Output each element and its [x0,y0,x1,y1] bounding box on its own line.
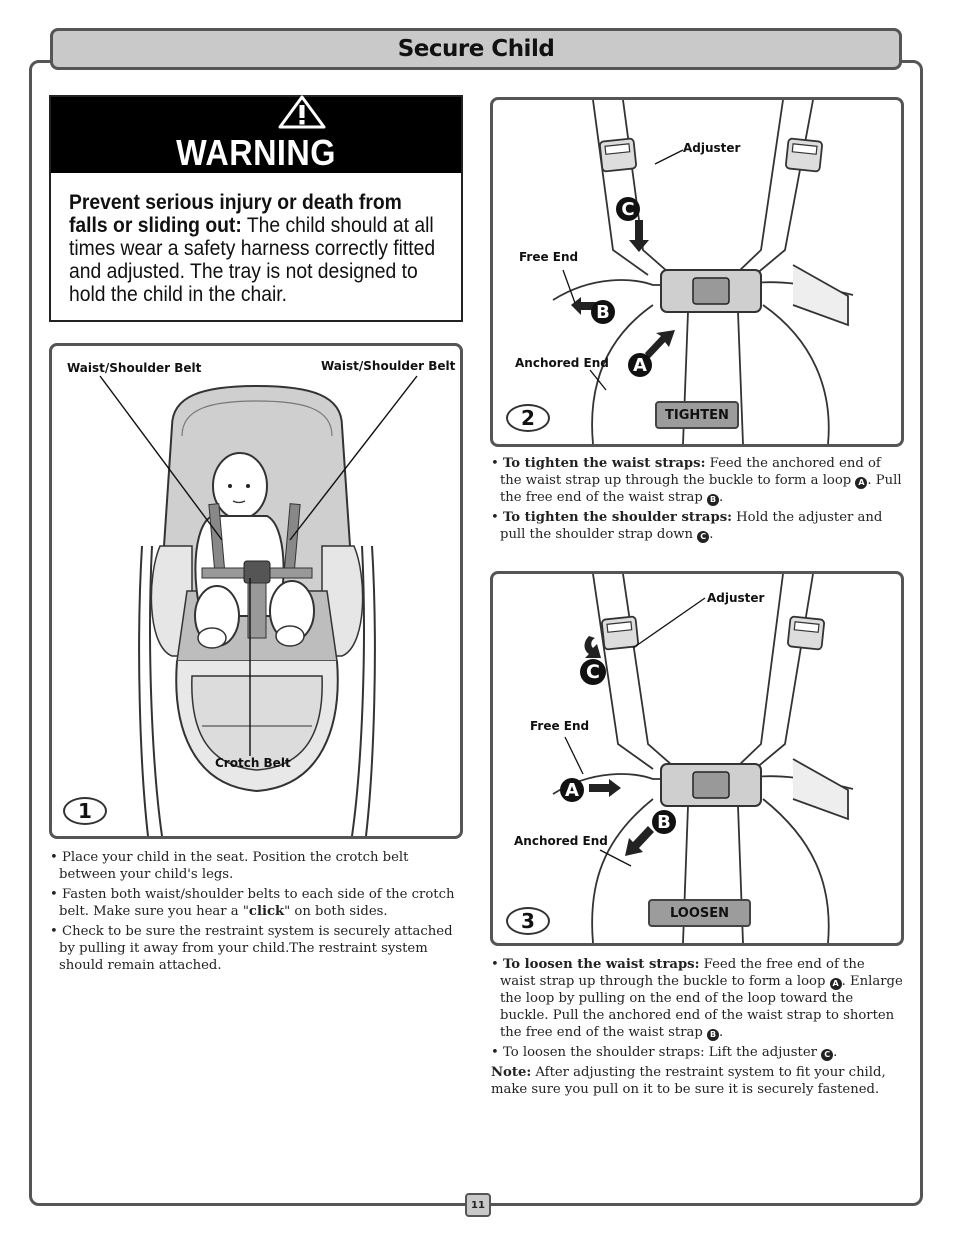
page-title: Secure Child [397,36,555,62]
loosen-tag: LOOSEN [648,899,751,927]
marker-c: C [580,659,606,685]
svg-text:B: B [596,302,610,323]
label-crotch-belt: Crotch Belt [215,756,291,770]
warning-heading: WARNING [176,132,336,173]
high-chair-illustration [99,375,418,836]
step-number-3: 3 [506,907,550,935]
harness-tighten-illustration [552,100,854,444]
figure-1-panel: Waist/Shoulder Belt Waist/Shoulder Belt … [49,343,463,839]
list-item: • Check to be sure the restraint system … [50,924,453,973]
label-adjuster: Adjuster [683,141,741,155]
list-item: • To tighten the waist straps: Feed the … [491,456,902,506]
svg-text:C: C [621,199,634,220]
warning-header: WARNING [51,95,461,173]
list-item: • Place your child in the seat. Position… [50,850,409,882]
step-number-1: 1 [63,797,107,825]
list-item: • To loosen the waist straps: Feed the f… [491,957,903,1041]
svg-text:A: A [565,780,579,801]
label-anchored-end: Anchored End [514,834,608,848]
section-title-bar: Secure Child [50,28,902,70]
harness-loosen-illustration [552,574,854,943]
warning-triangle-icon [278,95,326,129]
list-item: • To tighten the shoulder straps: Hold t… [491,510,883,543]
marker-b: B [591,300,615,324]
marker-a: A [560,778,584,802]
warning-lead: Prevent serious injury or death from fal… [69,191,402,237]
warning-body: The child should at all times wear a saf… [69,214,436,306]
label-waist-shoulder-right: Waist/Shoulder Belt [321,359,456,373]
label-anchored-end: Anchored End [515,356,609,370]
label-adjuster: Adjuster [707,591,765,605]
label-waist-shoulder-left: Waist/Shoulder Belt [67,361,202,375]
label-free-end: Free End [519,250,579,264]
figure-2-panel: C B A Adjuster Free End Anchored End 2 T… [490,97,904,447]
marker-a: A [628,353,652,377]
marker-c: C [616,197,640,221]
label-free-end: Free End [530,719,590,733]
step-number-2: 2 [506,404,550,432]
svg-text:A: A [633,355,647,376]
instructions-2: • To tighten the waist straps: Feed the … [491,455,903,546]
tighten-tag: TIGHTEN [655,401,739,429]
instructions-1: • Place your child in the seat. Position… [50,849,464,977]
figure-3-panel: C A B Adjuster Free End Anchored End 3 L… [490,571,904,946]
warning-box: WARNING Prevent serious injury or death … [49,95,463,322]
warning-text: Prevent serious injury or death from fal… [69,191,437,306]
svg-text:C: C [586,661,600,683]
marker-b: B [652,810,676,834]
instructions-3: • To loosen the waist straps: Feed the f… [491,956,903,1101]
list-item: • Fasten both waist/shoulder belts to ea… [50,887,455,919]
list-item: • To loosen the shoulder straps: Lift th… [491,1045,838,1061]
note: Note: After adjusting the restraint syst… [491,1065,886,1097]
svg-text:B: B [657,812,671,833]
page-number: 11 [465,1193,491,1217]
